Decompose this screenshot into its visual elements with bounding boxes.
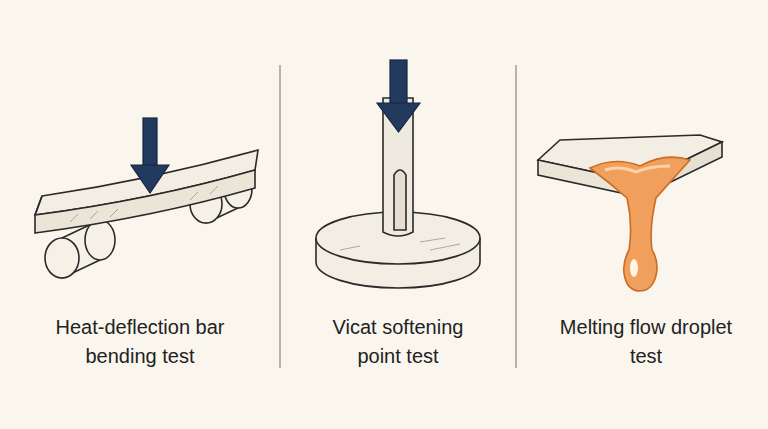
- hatching: [340, 238, 460, 250]
- load-arrow: [131, 118, 169, 193]
- melt-droplet: [590, 157, 690, 291]
- hatching: [70, 186, 218, 222]
- panel-caption: Vicat softening point test: [310, 313, 486, 371]
- load-arrow: [377, 60, 420, 132]
- panel-caption: Melting flow droplet test: [558, 313, 734, 371]
- panel-caption: Heat-deflection bar bending test: [52, 313, 228, 371]
